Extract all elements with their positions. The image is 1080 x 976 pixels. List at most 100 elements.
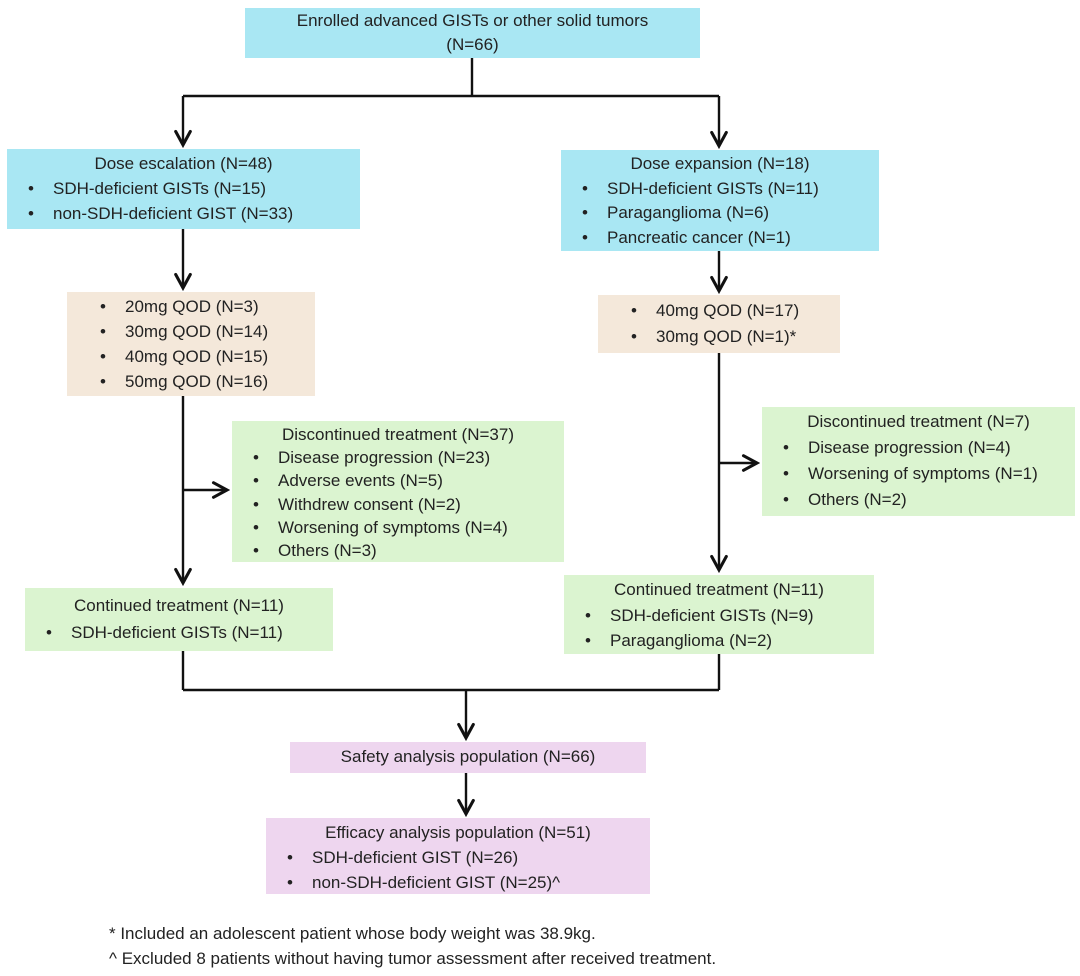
efficacy-analysis-title: Efficacy analysis population (N=51): [325, 823, 591, 842]
bullet-item: • SDH-deficient GIST (N=26): [266, 845, 650, 870]
bullet-item: • SDH-deficient GISTs (N=11): [561, 177, 879, 202]
continued-expansion-title: Continued treatment (N=11): [614, 580, 824, 599]
bullet-text: 30mg QOD (N=1)*: [656, 327, 797, 346]
box-efficacy-analysis: Efficacy analysis population (N=51) • SDH…: [266, 818, 650, 894]
continued-escalation-bullets: • SDH-deficient GISTs (N=11): [25, 619, 333, 646]
bullet-text: Adverse events (N=5): [278, 471, 443, 491]
bullet-text: Worsening of symptoms (N=4): [278, 517, 508, 537]
bullet-item: • non-SDH-deficient GIST (N=25)^: [266, 870, 650, 895]
expansion-doses-bullets: • 40mg QOD (N=17) • 30mg QOD (N=1)*: [598, 298, 840, 350]
box-escalation-doses: • 20mg QOD (N=3) • 30mg QOD (N=14) • 40mg QOD…: [67, 292, 315, 396]
bullet-icon: •: [783, 490, 789, 509]
bullet-text: Worsening of symptoms (N=1): [808, 464, 1038, 483]
bullet-icon: •: [28, 204, 34, 223]
bullet-text: SDH-deficient GISTs (N=11): [607, 178, 819, 198]
bullet-icon: •: [253, 494, 259, 514]
enrolled-line-2: (N=66): [446, 35, 499, 54]
bullet-item: • 50mg QOD (N=16): [67, 369, 315, 394]
discontinued-escalation-bullets: • Disease progression (N=23) • Adverse even…: [232, 446, 564, 562]
box-dose-expansion: Dose expansion (N=18) • SDH-deficient GIS…: [561, 150, 879, 251]
box-enrolled: Enrolled advanced GISTs or other solid t…: [245, 8, 700, 58]
bullet-icon: •: [253, 517, 259, 537]
bullet-icon: •: [585, 631, 591, 650]
bullet-text: 20mg QOD (N=3): [125, 297, 259, 316]
bullet-item: • Others (N=2): [762, 487, 1075, 513]
bullet-item: •Withdrew consent (N=2): [232, 493, 564, 516]
bullet-text: non-SDH-deficient GIST (N=25)^: [312, 873, 561, 892]
bullet-icon: •: [287, 848, 293, 867]
bullet-text: Pancreatic cancer (N=1): [607, 227, 791, 247]
bullet-item: • Adverse events (N=5): [232, 469, 564, 492]
bullet-icon: •: [631, 301, 637, 320]
bullet-icon: •: [783, 464, 789, 483]
escalation-doses-bullets: • 20mg QOD (N=3) • 30mg QOD (N=14) • 40mg QOD…: [67, 294, 315, 394]
bullet-text: non-SDH-deficient GIST (N=33): [53, 204, 294, 223]
bullet-item: • 30mg QOD (N=14): [67, 319, 315, 344]
discontinued-expansion-title: Discontinued treatment (N=7): [807, 412, 1030, 431]
bullet-item: • SDH-deficient GISTs (N=15): [7, 176, 360, 201]
bullet-item: • Worsening of symptoms (N=1): [762, 461, 1075, 487]
efficacy-analysis-bullets: • SDH-deficient GIST (N=26) • non-SDH-defic…: [266, 845, 650, 895]
safety-analysis-title: Safety analysis population (N=66): [340, 747, 596, 766]
dose-expansion-bullets: • SDH-deficient GISTs (N=11) • Paragangliom…: [561, 177, 879, 251]
bullet-icon: •: [100, 322, 106, 341]
bullet-text: SDH-deficient GISTs (N=9): [610, 605, 814, 625]
bullet-item: • SDH-deficient GISTs (N=11): [25, 619, 333, 646]
bullet-text: Disease progression (N=23): [278, 448, 491, 468]
bullet-icon: •: [46, 623, 52, 642]
bullet-icon: •: [582, 178, 588, 198]
bullet-icon: •: [253, 541, 259, 561]
box-continued-escalation: Continued treatment (N=11) • SDH-deficien…: [25, 588, 333, 651]
box-discontinued-expansion: Discontinued treatment (N=7) • Disease pr…: [762, 407, 1075, 516]
bullet-icon: •: [253, 471, 259, 491]
bullet-item: • 40mg QOD (N=17): [598, 298, 840, 324]
bullet-icon: •: [100, 347, 106, 366]
bullet-icon: •: [582, 203, 588, 222]
bullet-text: 40mg QOD (N=15): [125, 347, 269, 366]
bullet-text: Disease progression (N=4): [808, 438, 1011, 457]
bullet-icon: •: [100, 297, 106, 316]
discontinued-escalation-title: Discontinued treatment (N=37): [282, 425, 514, 444]
footnote-caret: ^ Excluded 8 patients without having tum…: [109, 949, 717, 968]
bullet-text: 40mg QOD (N=17): [656, 301, 800, 320]
bullet-text: Others (N=3): [278, 541, 377, 561]
dose-escalation-bullets: • SDH-deficient GISTs (N=15) • non-SDH-defi…: [7, 176, 360, 226]
bullet-item: • Disease progression (N=23): [232, 446, 564, 469]
bullet-text: SDH-deficient GIST (N=26): [312, 848, 519, 867]
footnotes: * Included an adolescent patient whose b…: [109, 921, 949, 971]
box-safety-analysis: Safety analysis population (N=66): [290, 742, 646, 773]
bullet-text: Paraganglioma (N=2): [610, 631, 773, 650]
bullet-item: • Paraganglioma (N=6): [561, 201, 879, 226]
bullet-item: • 20mg QOD (N=3): [67, 294, 315, 319]
bullet-item: • Worsening of symptoms (N=4): [232, 516, 564, 539]
box-dose-escalation: Dose escalation (N=48) • SDH-deficient GI…: [7, 149, 360, 229]
box-discontinued-escalation: Discontinued treatment (N=37) • Disease p…: [232, 421, 564, 562]
dose-expansion-title: Dose expansion (N=18): [630, 154, 810, 173]
bullet-item: • non-SDH-deficient GIST (N=33): [7, 201, 360, 226]
bullet-item: • SDH-deficient GISTs (N=9): [564, 603, 874, 629]
bullet-icon: •: [287, 873, 293, 892]
bullet-text: Paraganglioma (N=6): [607, 203, 770, 222]
bullet-icon: •: [631, 327, 637, 346]
bullet-item: • Others (N=3): [232, 539, 564, 562]
dose-escalation-title: Dose escalation (N=48): [94, 154, 273, 173]
bullet-icon: •: [28, 179, 34, 198]
bullet-icon: •: [585, 605, 591, 625]
bullet-text: SDH-deficient GISTs (N=11): [71, 623, 283, 642]
continued-escalation-title: Continued treatment (N=11): [74, 596, 284, 615]
footnote-asterisk: * Included an adolescent patient whose b…: [109, 924, 596, 943]
continued-expansion-bullets: • SDH-deficient GISTs (N=9) • Paraganglioma…: [564, 603, 874, 654]
bullet-item: • Paraganglioma (N=2): [564, 628, 874, 654]
bullet-icon: •: [783, 438, 789, 457]
bullet-text: 30mg QOD (N=14): [125, 322, 269, 341]
bullet-icon: •: [253, 448, 259, 468]
bullet-item: •Pancreatic cancer (N=1): [561, 226, 879, 251]
bullet-text: 50mg QOD (N=16): [125, 372, 269, 391]
bullet-item: • 40mg QOD (N=15): [67, 344, 315, 369]
bullet-text: Others (N=2): [808, 490, 907, 509]
bullet-item: • 30mg QOD (N=1)*: [598, 324, 840, 350]
box-continued-expansion: Continued treatment (N=11) • SDH-deficien…: [564, 575, 874, 654]
bullet-icon: •: [100, 372, 106, 391]
bullet-text: SDH-deficient GISTs (N=15): [53, 179, 267, 198]
